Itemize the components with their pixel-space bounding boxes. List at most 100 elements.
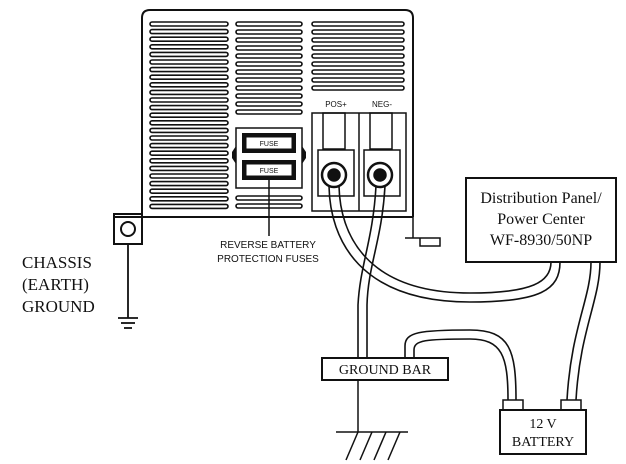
vent-slot-middle bbox=[235, 101, 303, 107]
ground-bar-box bbox=[321, 357, 449, 381]
fuses-caption-line1: REVERSE BATTERY bbox=[220, 240, 316, 251]
vent-slot-left bbox=[149, 127, 229, 134]
distribution-panel-line3: WF-8930/50NP bbox=[490, 232, 592, 249]
vent-slot-left bbox=[149, 51, 229, 58]
pos-cable-b bbox=[338, 185, 552, 294]
vent-slot-left bbox=[149, 203, 229, 210]
mounting-tab-right bbox=[405, 237, 441, 247]
vent-slot-right bbox=[311, 61, 405, 67]
vent-slot-left bbox=[149, 82, 229, 88]
vent-slot-left bbox=[149, 36, 229, 43]
neg-post-body bbox=[363, 149, 401, 197]
battery-neg-terminal bbox=[502, 399, 524, 411]
neg-screw-center bbox=[373, 168, 387, 182]
vent-slot-middle bbox=[235, 85, 303, 91]
vent-slot-left bbox=[149, 196, 229, 202]
vent-slot-right bbox=[311, 69, 405, 75]
vent-slot-left bbox=[149, 104, 229, 111]
vent-slot-middle bbox=[235, 53, 303, 59]
battery-neg-cable-a bbox=[404, 329, 517, 401]
vent-slot-right bbox=[311, 85, 405, 91]
earth-hatch-1 bbox=[345, 431, 359, 461]
vent-slot-middle bbox=[235, 93, 303, 99]
earth-hatch-3 bbox=[373, 431, 387, 461]
ground-bar-earth-wire bbox=[336, 380, 408, 461]
vent-slots bbox=[149, 21, 405, 210]
chassis-ground-label-line2: (EARTH) bbox=[22, 275, 89, 294]
distribution-panel-box bbox=[465, 177, 617, 263]
vent-slot-middle bbox=[235, 109, 303, 115]
chassis-ground-label-line3: GROUND bbox=[22, 297, 95, 316]
pos-terminal-label: POS+ bbox=[325, 100, 347, 109]
pos-post-upper bbox=[322, 112, 346, 150]
vent-slot-right bbox=[311, 21, 405, 27]
vent-slot-left bbox=[149, 120, 229, 126]
chassis-ground-label-line1: CHASSIS bbox=[22, 253, 92, 272]
fuse-latch-left bbox=[232, 146, 236, 164]
cables bbox=[328, 185, 601, 401]
vent-slot-left bbox=[149, 180, 229, 187]
neg-post-upper bbox=[369, 112, 393, 150]
neg-screw bbox=[366, 161, 394, 189]
vent-slot-left bbox=[149, 43, 229, 50]
vent-slot-left bbox=[149, 97, 229, 103]
neg-cable-a bbox=[357, 185, 377, 358]
vent-slot-right bbox=[311, 45, 405, 51]
vent-slot-left bbox=[149, 135, 229, 141]
vent-slot-middle bbox=[235, 77, 303, 83]
vent-slot-middle bbox=[235, 37, 303, 43]
battery-pos-cable-b bbox=[566, 261, 592, 401]
distribution-panel-line2: Power Center bbox=[497, 211, 585, 228]
vent-slot-right bbox=[311, 29, 405, 35]
vent-slot-right bbox=[311, 77, 405, 83]
chassis-ground-connection bbox=[113, 213, 143, 329]
distribution-panel-line1: Distribution Panel/ bbox=[480, 190, 602, 207]
vent-slot-left bbox=[149, 89, 229, 96]
converter-housing bbox=[141, 9, 414, 217]
terminal-block: POS+ NEG- bbox=[311, 100, 407, 212]
fuse-2-label: FUSE bbox=[260, 168, 279, 175]
vent-slot-middle bbox=[235, 21, 303, 27]
battery-pos-cable-a bbox=[575, 261, 601, 401]
battery-label-line1: 12 V bbox=[529, 417, 556, 432]
earth-hatch-4 bbox=[387, 431, 401, 461]
fuse-1-window bbox=[245, 136, 293, 150]
vent-slot-left bbox=[149, 112, 229, 118]
battery-pos-terminal bbox=[560, 399, 582, 411]
vent-slot-left bbox=[149, 173, 229, 179]
vent-slot-left bbox=[149, 66, 229, 73]
neg-terminal-label: NEG- bbox=[372, 100, 392, 109]
battery-label-line2: BATTERY bbox=[512, 435, 574, 450]
vent-slot-left bbox=[149, 150, 229, 156]
vent-slot-left bbox=[149, 142, 229, 149]
pos-screw-center bbox=[327, 168, 341, 182]
pos-screw bbox=[320, 161, 348, 189]
battery-neg-cable-b bbox=[413, 338, 509, 401]
fuse-latch-right bbox=[302, 146, 306, 164]
vent-slot-middle bbox=[235, 45, 303, 51]
vent-slot-left bbox=[149, 28, 229, 35]
vent-slot-right bbox=[311, 53, 405, 59]
earth-hatch-2 bbox=[359, 431, 373, 461]
fuse-2-window bbox=[245, 163, 293, 177]
fuse-block: FUSE FUSE bbox=[232, 127, 306, 236]
vent-slot-left bbox=[149, 74, 229, 80]
vent-slot-left bbox=[149, 165, 229, 172]
chassis-lug-bolt bbox=[120, 221, 136, 237]
chassis-ground-lug bbox=[113, 213, 143, 245]
vent-slot-middle bbox=[235, 61, 303, 67]
vent-slot-left bbox=[149, 21, 229, 27]
pos-post-body bbox=[317, 149, 355, 197]
vent-slot-middle bbox=[235, 69, 303, 75]
fuse-1-label: FUSE bbox=[260, 141, 279, 148]
vent-slot-left bbox=[149, 158, 229, 164]
fuses-caption-line2: PROTECTION FUSES bbox=[217, 254, 319, 265]
neg-cable-b bbox=[366, 185, 386, 358]
battery-box bbox=[499, 409, 587, 455]
pos-cable-a bbox=[328, 185, 561, 303]
vent-slot-left bbox=[149, 188, 229, 194]
vent-slot-middle bbox=[235, 29, 303, 35]
vent-slot-left bbox=[149, 59, 229, 65]
